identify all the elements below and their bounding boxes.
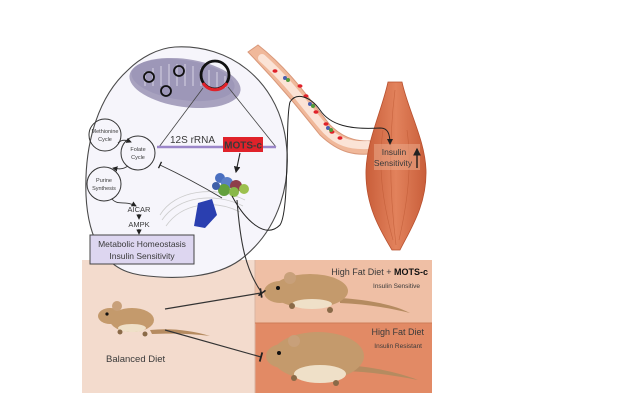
hfd-motsc-title: High Fat Diet + MOTS-c: [331, 267, 428, 277]
mouse-hfd-icon: [266, 332, 418, 386]
folate-cycle-label-1: Folate: [130, 147, 145, 153]
outcome-line-2: Insulin Sensitivity: [109, 251, 175, 261]
purine-synthesis-label-2: Synthesis: [92, 186, 116, 192]
secretion-path-to-muscle: [231, 95, 393, 231]
hfd-motsc-title-prefix: High Fat Diet +: [331, 267, 394, 277]
muscle-insulin-label: Insulin: [382, 147, 407, 157]
mtdna-circle-icon: [173, 65, 185, 77]
folate-cycle: Folate Cycle: [120, 135, 156, 171]
arrow-to-hfd-motsc: [164, 288, 263, 310]
methionine-cycle: Methionine Cycle: [88, 118, 122, 152]
mouse-balanced-icon: [98, 301, 210, 337]
receptor-icon: [194, 199, 217, 228]
outcome-line-1: Metabolic Homeostasis: [98, 239, 186, 249]
mots-c-peptide-icon: [212, 173, 249, 197]
inhibition-line: [157, 161, 223, 199]
rrna-label: 12S rRNA: [170, 135, 215, 146]
mots-c-label-box: [223, 137, 263, 152]
translation-arrow: [233, 152, 241, 174]
hfd-subtitle: Insulin Resistant: [374, 343, 422, 350]
mots-c-peptide-in-blood-icon: [283, 76, 333, 132]
purine-synthesis-label-1: Purine: [96, 178, 112, 184]
mouse-hfd-motsc-icon: [264, 272, 410, 313]
outcome-box: [89, 234, 195, 265]
purine-synthesis: Purine Synthesis: [86, 166, 122, 202]
ampk-label: AMPK: [128, 220, 149, 229]
folate-cycle-label-2: Cycle: [131, 155, 145, 161]
muscle-sensitivity-label: Sensitivity: [374, 158, 413, 168]
mice-panel: Balanced Diet High Fat Diet + MOTS-c Ins…: [82, 260, 432, 393]
hfd-motsc-title-bold: MOTS-c: [394, 267, 428, 277]
mots-c-gene-region-icon: [201, 82, 229, 92]
skeletal-muscle: Insulin Sensitivity: [365, 81, 427, 251]
arrow-to-hfd: [164, 329, 264, 362]
zoom-line-right: [227, 86, 277, 148]
mtdna-circle-icon: [160, 85, 172, 97]
cycle-arrow: [111, 198, 137, 207]
cycle-arrow: [117, 137, 132, 144]
mots-c-label: MOTS-c: [224, 141, 262, 152]
cycle-arrow: [112, 165, 129, 172]
zoom-line-left: [158, 87, 204, 148]
mitochondrion-icon: [129, 57, 241, 109]
cell: 12S rRNA MOTS-c Methionine Cycle Folate …: [85, 46, 288, 278]
methionine-cycle-label-2: Cycle: [98, 137, 112, 143]
hfd-title: High Fat Diet: [371, 327, 424, 337]
treatment-path-to-mouse: [236, 199, 267, 297]
red-blood-cells-icon: [272, 69, 343, 140]
balanced-diet-label: Balanced Diet: [106, 354, 166, 365]
hfd-motsc-subtitle: Insulin Sensitive: [373, 283, 420, 290]
panel-balanced-diet: [82, 260, 255, 393]
mtdna-circle-icon: [143, 71, 155, 83]
aicar-label: AICAR: [128, 205, 152, 214]
methionine-cycle-label-1: Methionine: [92, 129, 119, 135]
